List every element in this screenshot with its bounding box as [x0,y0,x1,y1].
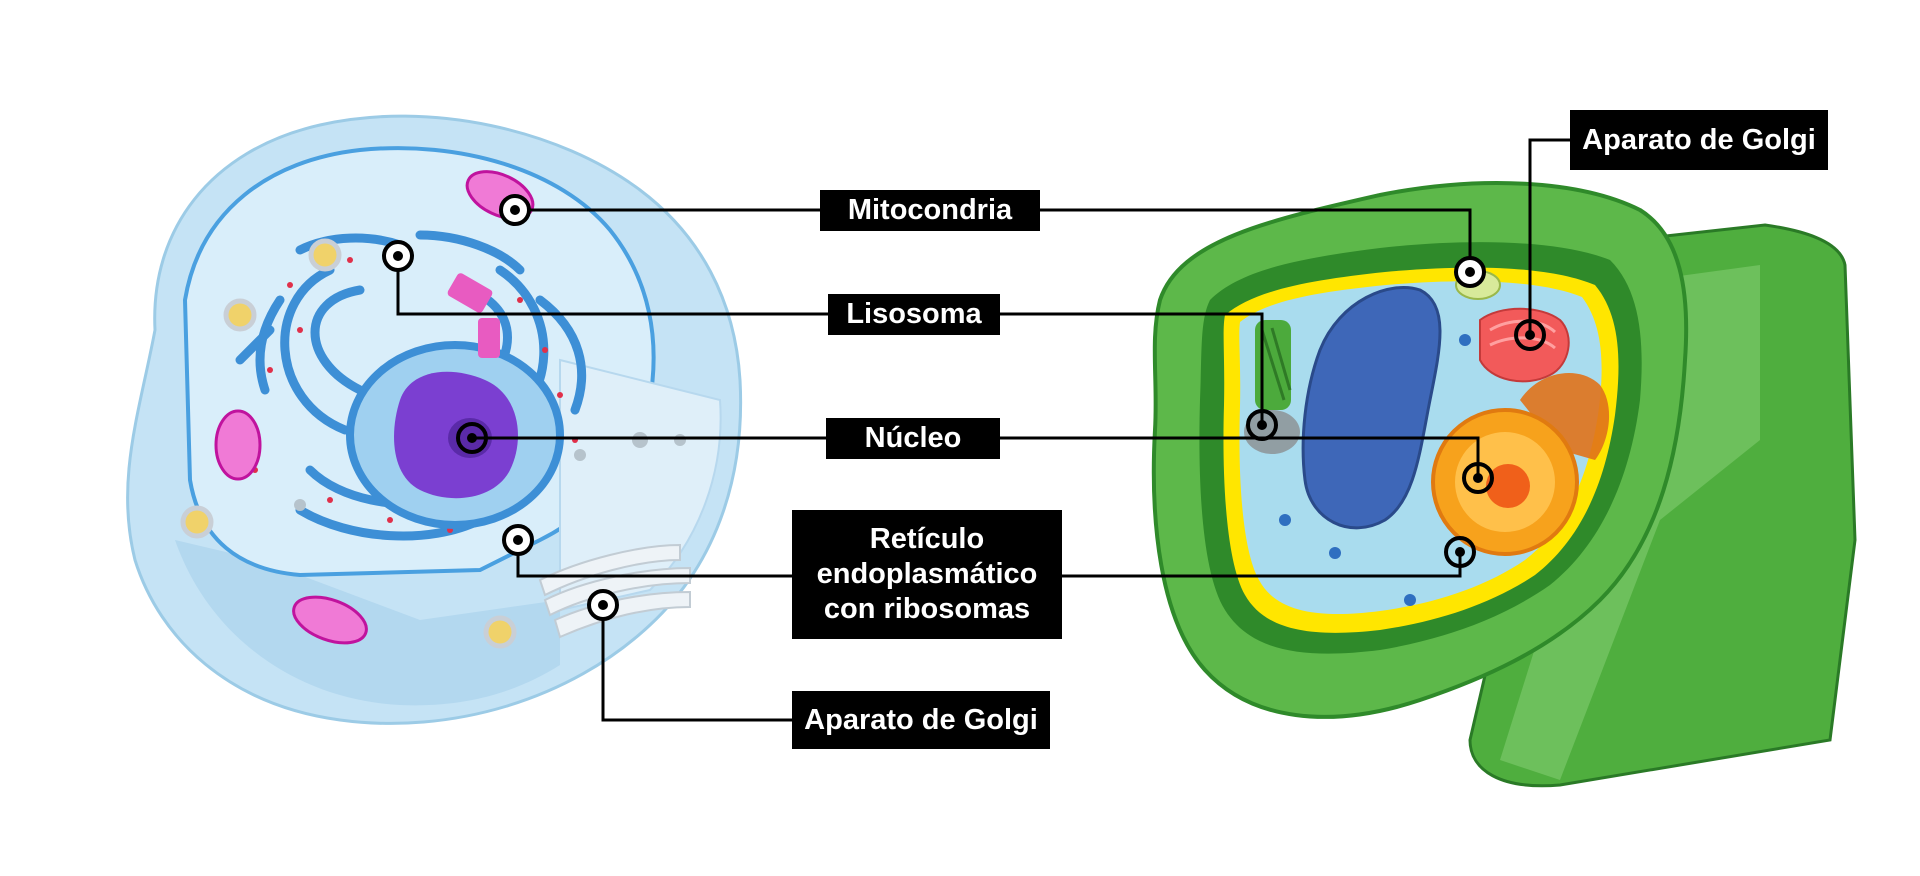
marker-mitocondria-plant [1454,256,1486,288]
marker-mitocondria-animal [499,194,531,226]
plant-er [1520,373,1610,460]
target-markers [382,194,1546,621]
label-golgi-plant-text: Aparato de Golgi [1582,123,1816,156]
plant-golgi [1479,307,1570,383]
marker-golgi-animal [587,589,619,621]
label-lisosoma-text: Lisosoma [846,298,982,330]
plant-vacuole [1301,286,1442,530]
plant-chloroplast [1255,320,1292,410]
label-golgi-animal-text: Aparato de Golgi [804,703,1038,736]
animal-cell [126,114,743,725]
marker-nucleo-plant [1462,462,1494,494]
label-golgi-animal: Aparato de Golgi [792,691,1050,749]
label-golgi-plant: Aparato de Golgi [1570,110,1828,170]
label-reticulo-line2: endoplasmático [816,558,1038,590]
animal-small-vesicles [294,432,686,511]
label-reticulo-line3: con ribosomas [823,593,1031,625]
marker-reticulo-plant [1444,536,1476,568]
plant-small-vesicles [1279,334,1471,606]
leader-lisosoma-plant [1000,312,1264,425]
label-mitocondria-text: Mitocondria [847,194,1013,226]
plant-cell [1151,181,1857,788]
leader-lisosoma-animal [396,256,828,316]
animal-centrioles [447,273,500,358]
label-nucleo-text: Núcleo [864,422,962,454]
leader-golgi-animal [601,605,792,722]
label-lisosoma: Lisosoma [828,294,1000,335]
leader-mitocondria-plant [1040,208,1472,272]
marker-nucleo-animal [456,422,488,454]
leader-golgi-plant [1528,138,1570,335]
leader-reticulo-plant [1062,552,1462,578]
plant-nucleolus [1486,464,1530,508]
marker-lisosoma-plant [1246,409,1278,441]
animal-cell-shell [175,540,560,706]
label-reticulo: Retículo endoplasmático con ribosomas [792,510,1062,639]
marker-golgi-plant [1514,319,1546,351]
label-reticulo-line1: Retículo [869,523,985,555]
label-nucleo: Núcleo [826,418,1000,459]
animal-vesicles [180,238,517,649]
marker-lisosoma-animal [382,240,414,272]
marker-reticulo-animal [502,524,534,556]
label-mitocondria: Mitocondria [820,190,1040,231]
